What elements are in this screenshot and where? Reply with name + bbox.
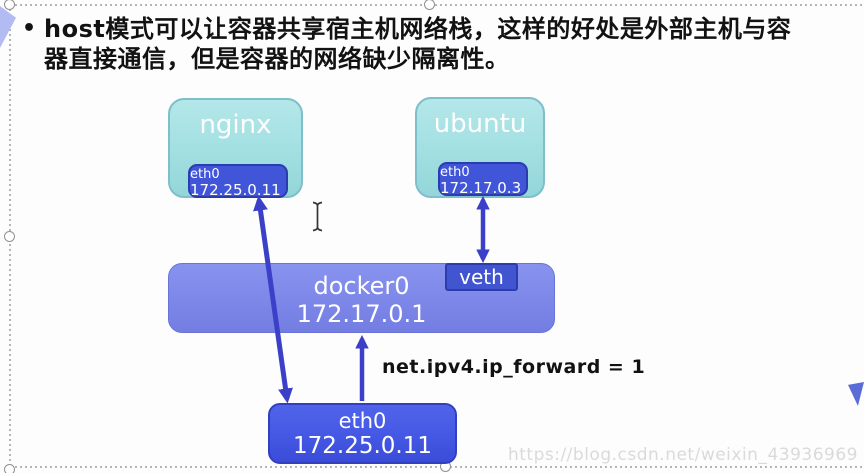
watermark-url: https://blog.csdn.net/weixin_43936969 [507,445,858,465]
selection-border-bottom [10,466,864,468]
veth-label: veth [459,265,504,289]
nginx-title: nginx [199,110,272,140]
host-eth0-ip: 172.25.0.11 [293,433,432,459]
host-eth0-box: eth0 172.25.0.11 [268,403,457,464]
veth-box: veth [445,263,518,291]
selection-border-top [10,4,864,6]
nginx-eth0-ip: 172.25.0.11 [190,181,281,200]
paragraph-line-1: host模式可以让容器共享宿主机网络栈，这样的好处是外部主机与容 [44,15,792,43]
selection-handle-mid-left[interactable] [4,231,15,242]
host-eth0-name: eth0 [338,409,387,433]
selection-handle-top-left[interactable] [4,0,15,10]
docker0-ip: 172.17.0.1 [296,300,427,328]
ubuntu-eth0-name: eth0 [440,165,470,180]
bullet-marker: • [22,16,37,41]
ubuntu-eth0-box: eth0 172.17.0.3 [438,162,528,196]
corner-wedge-decoration [0,6,16,48]
slide-paragraph: • host模式可以让容器共享宿主机网络栈，这样的好处是外部主机与容 器直接通信… [22,14,850,74]
nginx-eth0-box: eth0 172.25.0.11 [188,164,288,198]
paragraph-line-2: 器直接通信，但是容器的网络缺少隔离性。 [44,45,510,73]
ibeam-cursor [312,201,323,232]
edge-pointer-triangle [848,382,864,406]
ip-forward-annotation: net.ipv4.ip_forward = 1 [382,356,646,378]
ubuntu-eth0-ip: 172.17.0.3 [440,179,522,198]
selection-handle-bottom-left[interactable] [4,464,15,473]
ubuntu-title: ubuntu [433,109,527,139]
docker0-title: docker0 [313,272,410,300]
nginx-eth0-name: eth0 [190,167,220,182]
selection-handle-top-middle[interactable] [424,0,435,10]
